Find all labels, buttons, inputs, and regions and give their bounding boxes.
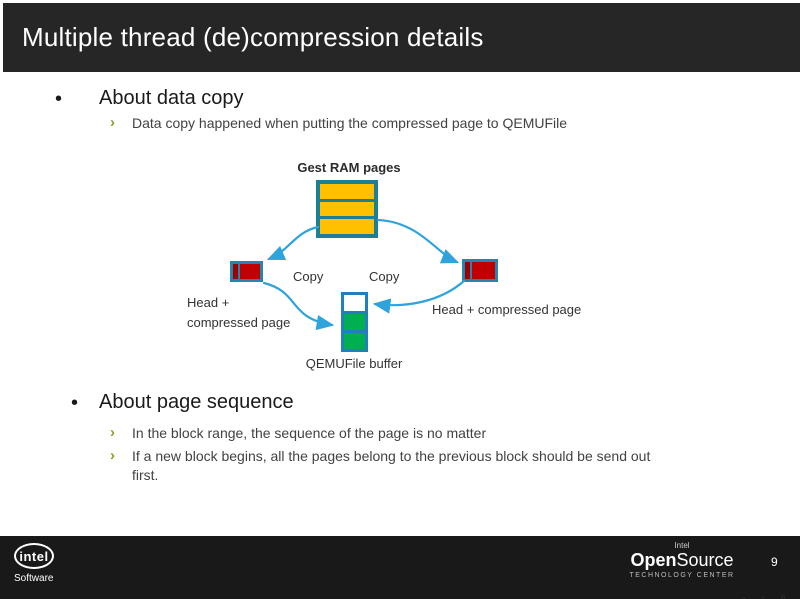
sub-bullet-marker: › xyxy=(110,424,115,441)
label-qemufile-buffer: QEMUFile buffer xyxy=(305,356,403,371)
bullet-marker: • xyxy=(71,392,79,414)
sub-bullet-block-range: In the block range, the sequence of the … xyxy=(132,425,487,441)
bullet-about-page-sequence: About page sequence xyxy=(99,391,294,413)
label-head-compressed-right: Head + compressed page xyxy=(432,302,582,317)
buffer-used-cell xyxy=(344,333,365,349)
title-bar: Multiple thread (de)compression details xyxy=(3,3,800,72)
label-guest-ram-pages: Gest RAM pages xyxy=(297,160,401,175)
compressed-packet-right xyxy=(462,259,498,282)
bullet-about-data-copy: About data copy xyxy=(99,87,244,109)
slide-title: Multiple thread (de)compression details xyxy=(22,22,484,52)
page-number: 9 xyxy=(771,555,778,569)
opensource-technology-center-logo: Intel OpenSource TECHNOLOGY CENTER xyxy=(629,541,735,579)
arrow-ram-to-left-packet xyxy=(266,225,320,261)
label-copy-right: Copy xyxy=(369,269,400,284)
label-copy-left: Copy xyxy=(293,269,324,284)
buffer-used-cell xyxy=(344,314,365,330)
sub-bullet-new-block: If a new block begins, all the pages bel… xyxy=(132,448,651,483)
ram-page-cell xyxy=(320,201,374,217)
ram-page-cell xyxy=(320,219,374,235)
qemufile-buffer-box xyxy=(341,292,368,352)
arrow-ram-to-right-packet xyxy=(376,218,460,264)
sub-bullet-data-copy: Data copy happened when putting the comp… xyxy=(132,115,568,131)
label-head-compressed-left: Head + compressed page xyxy=(187,295,291,330)
ram-page-cell xyxy=(320,184,374,199)
packet-body-cell xyxy=(472,262,495,279)
compressed-packet-left xyxy=(230,261,263,282)
bullet-marker: • xyxy=(55,88,63,110)
packet-head-cell xyxy=(233,264,238,279)
buffer-free-cell xyxy=(344,295,365,311)
guest-ram-pages-box xyxy=(316,180,378,238)
footer-bar: 0 1 0 0 1 0 1 1 0 1 0 1 0 0 1 1 0 1 0 0 … xyxy=(0,536,800,599)
sub-bullet-marker: › xyxy=(110,447,115,464)
intel-software-label: Software xyxy=(14,573,54,584)
sub-bullet-marker: › xyxy=(110,114,115,131)
intel-logo-oval: intel xyxy=(14,543,54,569)
packet-head-cell xyxy=(465,262,470,279)
packet-body-cell xyxy=(240,264,260,279)
intel-software-logo: intel Software xyxy=(14,543,54,584)
